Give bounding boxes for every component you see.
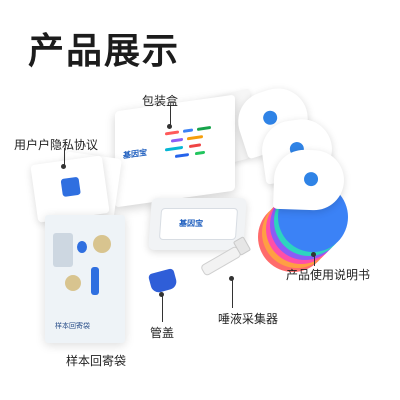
label-collector: 唾液采集器 <box>218 312 279 326</box>
leader-privacy-dot <box>61 164 66 169</box>
label-manual: 产品使用说明书 <box>286 268 371 282</box>
leader-box-dot <box>167 124 172 129</box>
leader-cap-dot <box>159 292 164 297</box>
saliva-tube <box>199 245 243 277</box>
box-brand: 基因宝 <box>123 147 147 161</box>
manual-icon-3 <box>303 171 319 187</box>
leader-manual <box>314 254 315 266</box>
brand-logo-icon <box>60 176 81 198</box>
leader-collector-dot <box>229 276 234 281</box>
leader-box <box>170 106 171 126</box>
page-title: 产品展示 <box>28 31 181 72</box>
sample-bag: 样本回寄袋 <box>45 215 125 343</box>
tray: 基因宝 <box>148 198 247 250</box>
tube-cap <box>147 267 179 295</box>
privacy-card <box>30 155 110 223</box>
box-stripes <box>165 124 225 182</box>
tray-brand: 基因宝 <box>178 219 204 228</box>
leader-cap <box>162 296 163 322</box>
leader-manual-dot <box>311 252 316 257</box>
label-privacy: 用户户隐私协议 <box>14 138 99 152</box>
label-bag: 样本回寄袋 <box>66 354 127 368</box>
leader-privacy <box>64 148 65 166</box>
package-box: 基因宝 <box>115 94 235 208</box>
label-cap: 管盖 <box>150 326 175 340</box>
bag-text: 样本回寄袋 <box>55 322 90 330</box>
tray-inner: 基因宝 <box>158 208 239 240</box>
leader-collector <box>232 280 233 308</box>
manual-leaf-3 <box>272 148 346 212</box>
label-box: 包装盒 <box>142 94 179 108</box>
